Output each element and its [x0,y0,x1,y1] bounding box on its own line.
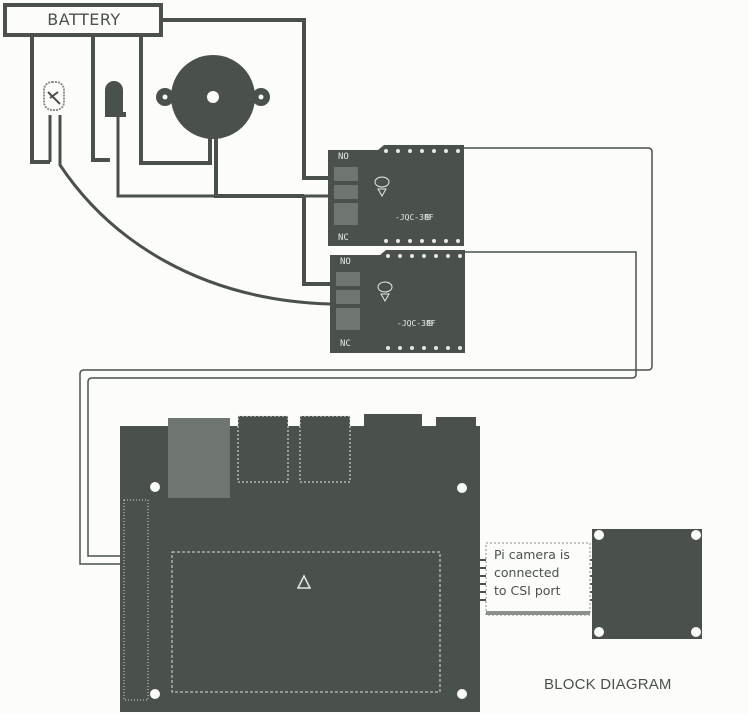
svg-text:-JQC-3FF: -JQC-3FF [397,319,436,328]
callout-line-2: connected [494,565,560,580]
wire-battery-relay1 [161,18,328,180]
wire-gpio-2 [87,377,124,557]
wire-buzzer-relay [214,135,304,198]
wire-ldr-relay2 [58,115,331,306]
single-board-computer [120,414,480,712]
gpio-header [123,499,149,701]
camera-callout: Pi camera is connected to CSI port [490,544,590,614]
diagram-title: BLOCK DIAGRAM [544,676,672,693]
wire-relay1-gpio [79,147,653,565]
wire-led-relay1 [116,115,330,198]
relay-module-1: -JQC-3FF ⊕ [328,145,464,246]
wire-relay2 [302,196,330,286]
relay1-nc-label: NC [338,233,349,243]
buzzer-icon [156,55,270,139]
wire-battery-led [91,35,110,162]
callout-box [485,542,591,616]
warning-icon [296,574,312,589]
photoresistor-icon [43,81,65,111]
led-icon [105,81,126,117]
relay1-no-label: NO [338,152,349,162]
relay-module-2: -JQC-3FF ⊕ [330,250,465,353]
signal-wires [79,147,653,565]
relay2-no-label: NO [340,257,351,267]
svg-text:⊕: ⊕ [426,319,434,329]
wire-gpio-2-top [92,362,637,379]
wire-relay2-gpio [465,251,637,362]
relay2-nc-label: NC [340,339,351,349]
svg-text:⊕: ⊕ [424,213,432,223]
callout-line-3: to CSI port [494,583,561,598]
wire-battery-ldr [30,35,50,164]
svg-text:-JQC-3FF: -JQC-3FF [395,213,434,222]
callout-line-1: Pi camera is [494,547,570,562]
wires [3,3,331,306]
wire-battery-buzzer [139,35,212,165]
battery-box [3,3,163,37]
battery-label: BATTERY [47,9,121,29]
